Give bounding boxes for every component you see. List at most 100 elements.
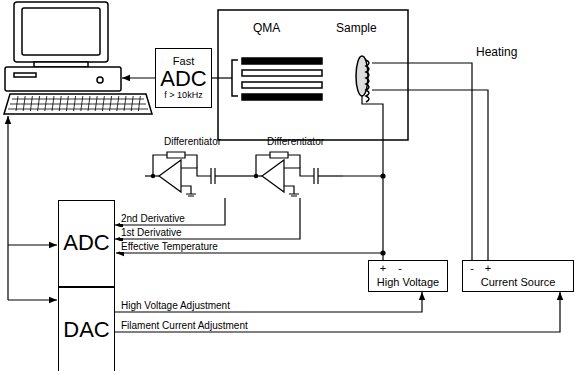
- computer-bus: [7, 116, 8, 300]
- qma-rod: [242, 70, 322, 76]
- node-text: Differentiator: [164, 136, 221, 147]
- key-gap: [52, 96, 54, 111]
- current-source: Current Source: [462, 260, 574, 292]
- part-name: Sample: [336, 22, 377, 35]
- key-gap: [59, 96, 61, 111]
- key-gap: [110, 96, 112, 111]
- differentiator-symbol: [248, 150, 343, 198]
- signal-name: High Voltage Adjustment: [120, 300, 231, 311]
- key-row: [8, 109, 148, 110]
- polarity-sign: +: [485, 262, 491, 274]
- computer: [4, 2, 152, 114]
- feedback-resistor: [167, 152, 185, 158]
- heating-wire: [372, 90, 488, 260]
- heating-wire: [372, 63, 472, 260]
- signal-connector: [115, 198, 225, 225]
- signal-connector: [115, 292, 560, 332]
- power-button: [97, 77, 103, 83]
- qma-rod: [242, 94, 322, 100]
- screen: [22, 8, 100, 55]
- wires: [8, 63, 488, 300]
- adc-box: ADC: [58, 200, 115, 287]
- signal-name: Filament Current Adjustment: [120, 320, 249, 331]
- differentiator-input-wire: [343, 175, 383, 176]
- junction: [381, 174, 385, 178]
- opamp-triangle: [262, 160, 284, 192]
- system-unit: [5, 67, 121, 91]
- feedback-wire: [288, 155, 300, 168]
- vacuum-chamber: [218, 10, 408, 140]
- inverting-input-wire: [284, 168, 314, 176]
- capacitor-plate: [317, 168, 318, 184]
- differentiator-circuit: Differentiator: [145, 136, 240, 198]
- polarity-sign: -: [398, 262, 402, 274]
- part-name: Heating: [476, 46, 517, 59]
- key-gap: [117, 96, 119, 111]
- inverting-input-wire: [181, 168, 211, 176]
- node-text: f > 10kHz: [164, 91, 202, 101]
- differentiator-symbol: [145, 150, 240, 198]
- feedback-wire: [153, 155, 167, 176]
- capacitor-plate: [214, 168, 215, 184]
- monitor: [14, 2, 108, 62]
- heating-coil: [366, 60, 369, 102]
- input-wire: [318, 175, 343, 176]
- keyboard: [4, 94, 152, 114]
- ground: [289, 194, 299, 196]
- junction: [381, 251, 385, 255]
- signal-connector: [115, 292, 422, 312]
- junction: [254, 174, 257, 177]
- fast-adc-to-computer: [122, 77, 155, 78]
- key-gap: [30, 96, 32, 111]
- sample-voltage-wire: [362, 96, 383, 260]
- plus-input-wire: [181, 186, 191, 194]
- part-name: QMA: [253, 22, 280, 35]
- temperature-wire: [116, 252, 383, 253]
- feedback-resistor: [270, 152, 288, 158]
- node-text: DAC: [63, 318, 109, 342]
- node-text: ADC: [63, 231, 109, 255]
- ground: [186, 194, 196, 196]
- drive-slot: [14, 73, 36, 77]
- key-gap: [16, 96, 18, 111]
- signal-name: Effective Temperature: [120, 241, 219, 252]
- keyboard-keys: [8, 96, 148, 111]
- computer-to-adc: [8, 244, 57, 245]
- signal-connector: [240, 175, 248, 176]
- computer-to-dac: [8, 299, 57, 300]
- signal-name: 2nd Derivative: [120, 213, 186, 224]
- key-gap: [124, 96, 126, 111]
- fast-adc-box: FastADCf > 10kHz: [155, 48, 212, 108]
- key-gap: [66, 96, 68, 111]
- node-text: ADC: [160, 67, 206, 91]
- key-gap: [95, 96, 97, 111]
- node-text: Fast: [173, 55, 194, 67]
- polarity-sign: -: [470, 262, 474, 274]
- qma-rod: [242, 58, 322, 64]
- dac-box: DAC: [58, 287, 115, 371]
- feedback-wire: [256, 155, 270, 176]
- key-gap: [74, 96, 76, 111]
- signal-name: 1st Derivative: [120, 227, 183, 238]
- plus-input-wire: [284, 186, 294, 194]
- qma-rod: [242, 82, 322, 88]
- differentiator-circuit: Differentiator: [248, 136, 343, 198]
- key-gap: [38, 96, 40, 111]
- node-text: Differentiator: [267, 136, 324, 147]
- key-gap: [138, 96, 140, 111]
- node-text: Current Source: [481, 276, 556, 288]
- key-gap: [23, 96, 25, 111]
- qma-collector: [232, 60, 238, 96]
- key-gap: [81, 96, 83, 111]
- signal-connector: [115, 198, 300, 239]
- key-row: [10, 104, 146, 105]
- key-gap: [88, 96, 90, 111]
- feedback-wire: [185, 155, 197, 168]
- junction: [151, 174, 154, 177]
- key-gap: [131, 96, 133, 111]
- key-gap: [45, 96, 47, 111]
- polarity-sign: +: [380, 262, 386, 274]
- node-text: High Voltage: [377, 276, 439, 288]
